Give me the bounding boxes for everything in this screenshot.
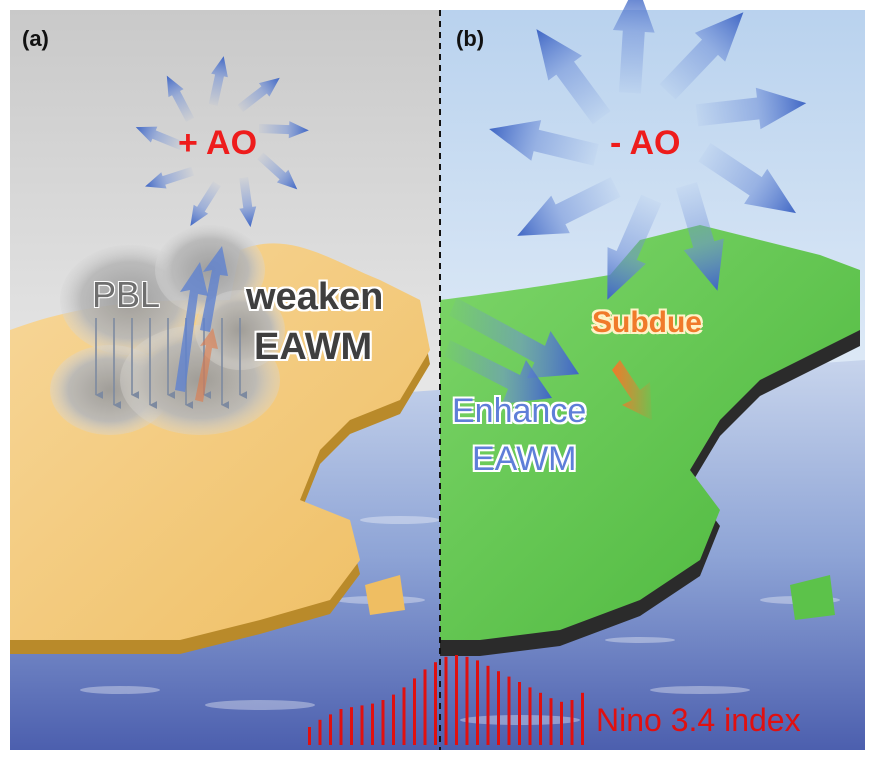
nino-bar: [381, 700, 385, 745]
nino-index-bars: [308, 655, 584, 745]
nino-bar: [549, 698, 553, 745]
ao-positive-label: + AO: [178, 124, 258, 162]
subdue-label: Subdue: [592, 306, 702, 339]
nino-bar: [444, 656, 448, 745]
ao-arrow: [145, 166, 195, 189]
ao-arrow: [517, 177, 621, 236]
nino-bar: [528, 687, 532, 745]
nino-bar: [539, 692, 542, 745]
nino-bar: [371, 703, 374, 745]
ao-arrow: [612, 0, 655, 94]
ao-arrow: [257, 152, 298, 190]
ao-arrow: [208, 56, 228, 106]
ao-arrow: [239, 177, 257, 228]
eawm-label-left: EAWM: [254, 326, 373, 368]
eawm-label-right: EAWM: [472, 440, 577, 478]
nino-bar: [392, 694, 395, 745]
ao-arrows-right: [489, 0, 807, 300]
nino-bar: [465, 656, 469, 745]
nino-bar: [486, 665, 490, 745]
ao-arrow: [695, 87, 807, 130]
enhance-eawm-arrows: [444, 297, 580, 404]
nino-bar: [350, 707, 353, 745]
nino-bar: [581, 692, 584, 745]
nino-bar: [518, 682, 521, 745]
panel-label-a: (a): [22, 26, 49, 51]
ao-arrows-left: [135, 56, 309, 228]
nino-bar: [413, 678, 416, 745]
nino-bar: [476, 660, 479, 745]
upward-arrows-left: [175, 246, 228, 402]
nino-bar: [308, 727, 311, 745]
ao-arrow: [237, 77, 280, 112]
nino-bar: [507, 676, 511, 745]
ao-arrow: [607, 194, 662, 300]
nino-bar: [455, 655, 458, 745]
panel-label-b: (b): [456, 26, 485, 51]
ao-arrow: [190, 181, 221, 227]
nino-bar: [339, 709, 343, 745]
nino-bar: [434, 662, 437, 745]
nino-bar: [329, 714, 332, 745]
nino-bar: [497, 671, 500, 745]
land-right: [440, 225, 860, 656]
nino-bar: [423, 669, 427, 745]
weaken-label: weaken: [246, 276, 384, 318]
nino-bar: [570, 700, 574, 745]
nino-bar: [318, 719, 322, 745]
ao-arrow: [659, 12, 744, 100]
ao-arrow: [675, 182, 724, 291]
subdue-arrow: [612, 360, 652, 420]
pbl-label: PBL: [92, 274, 161, 315]
ao-arrow: [489, 120, 599, 166]
ao-arrow: [536, 29, 611, 125]
ao-arrow: [166, 75, 195, 122]
nino-bar: [402, 687, 406, 745]
ao-arrow: [258, 121, 309, 139]
ao-arrow: [698, 143, 797, 214]
enhance-label: Enhance: [452, 392, 587, 430]
nino-index-label: Nino 3.4 index: [596, 702, 801, 738]
ao-arrow: [135, 126, 184, 151]
nino-bar: [360, 705, 364, 745]
ao-negative-label: - AO: [610, 124, 681, 162]
nino-bar: [560, 701, 563, 745]
